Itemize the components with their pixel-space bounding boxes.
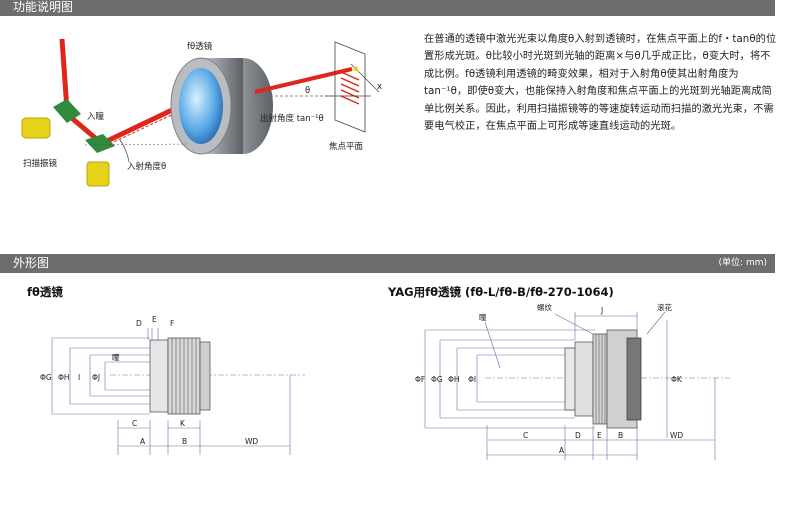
- knurl-label: 滚花: [657, 302, 672, 312]
- dim-WD-right: WD: [670, 431, 683, 440]
- spot-icon: [353, 66, 359, 72]
- dim-K: K: [180, 419, 186, 428]
- dim-C-right: C: [523, 431, 528, 440]
- dim-A-right: A: [559, 446, 565, 455]
- function-diagram-svg: [21, 38, 380, 187]
- incident-angle-label: 入射角度θ: [127, 162, 167, 172]
- thread-label: 螺纹: [537, 302, 552, 312]
- lens-label: fθ透镜: [187, 42, 213, 52]
- function-section-header: 功能说明图: [0, 0, 775, 16]
- entrance-pupil-label: 入瞳: [87, 112, 105, 122]
- left-lens-body: [149, 337, 211, 415]
- left-drawing: D E F 瞳 ΦG ΦH I ΦJ C K A B WD: [40, 315, 305, 455]
- galvo-label: 扫描振镜: [23, 159, 58, 169]
- knurl-ring: [626, 337, 642, 421]
- laser-beam-in: [59, 38, 70, 111]
- laser-beam-exit: [254, 67, 353, 94]
- dim-J-right: J: [600, 306, 603, 315]
- function-diagram: fθ透镜 入瞳 扫描振镜 入射角度θ 出射角度 tan⁻¹θ 焦点平面 x θ: [15, 22, 415, 226]
- dim-E-right: E: [597, 431, 602, 440]
- right-drawing: 螺纹 滚花 瞳 J ΦF ΦG ΦH ΦI ΦK C D E B WD A: [415, 302, 730, 460]
- dim-D-right: D: [575, 431, 581, 440]
- pupil-label-right: 瞳: [479, 312, 487, 322]
- dim-C: C: [132, 419, 137, 428]
- x-label: x: [377, 82, 383, 92]
- exit-angle-label: 出射角度 tan⁻¹θ: [260, 114, 324, 124]
- dim-I: I: [78, 373, 80, 382]
- mirror-1: [53, 99, 81, 123]
- dim-WD: WD: [245, 437, 258, 446]
- right-drawing-title: YAG用fθ透镜 (fθ-L/fθ-B/fθ-270-1064): [388, 285, 614, 299]
- incident-angle-arc: [119, 139, 130, 163]
- motor-1: [21, 117, 51, 139]
- dim-J: ΦJ: [92, 373, 100, 382]
- dim-B-right: B: [618, 431, 623, 440]
- function-section-title: 功能说明图: [13, 0, 74, 14]
- dim-I-right: ΦI: [468, 375, 476, 384]
- lens-glass: [179, 68, 223, 144]
- function-description: 在普通的透镜中激光光束以角度θ入射到透镜时，在焦点平面上的f・tanθ的位置形成…: [424, 34, 777, 133]
- focal-plane-label: 焦点平面: [329, 142, 364, 152]
- right-lens-body: [564, 329, 642, 429]
- focal-plane: [334, 41, 366, 133]
- dim-B: B: [182, 437, 187, 446]
- pupil-label-left: 瞳: [112, 352, 120, 362]
- dim-F: F: [170, 319, 174, 328]
- dim-A: A: [140, 437, 146, 446]
- dim-D: D: [136, 319, 142, 328]
- left-drawing-title: fθ透镜: [27, 285, 63, 299]
- dim-H: ΦH: [58, 373, 70, 382]
- scan-pattern: [340, 71, 360, 105]
- outline-section-title: 外形图: [13, 256, 50, 270]
- unit-label: (单位: mm): [718, 258, 767, 268]
- dim-H-right: ΦH: [448, 375, 460, 384]
- dim-G: ΦG: [40, 373, 52, 382]
- dim-K-right: ΦK: [671, 375, 683, 384]
- mirror-2: [85, 134, 115, 153]
- dim-E: E: [152, 315, 157, 324]
- outline-section-header: 外形图 (单位: mm): [0, 254, 775, 273]
- dim-F-right: ΦF: [415, 375, 425, 384]
- dim-G-right: ΦG: [431, 375, 443, 384]
- motor-2: [86, 161, 110, 187]
- theta-label: θ: [305, 86, 311, 96]
